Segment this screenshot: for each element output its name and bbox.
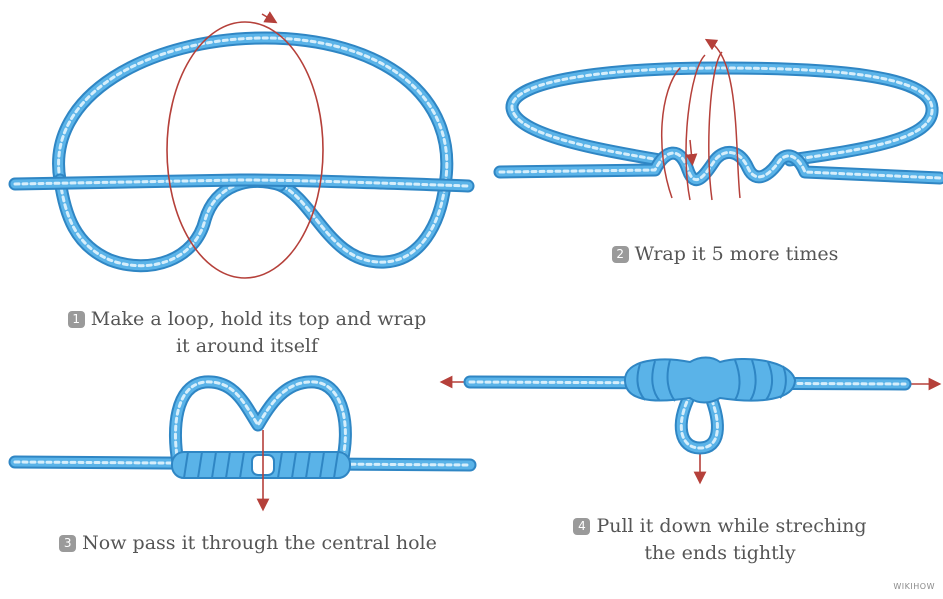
rope-wraps bbox=[500, 152, 940, 179]
watermark-logo: WIKIHOW bbox=[893, 582, 935, 591]
step-4-text-line-2: the ends tightly bbox=[510, 540, 930, 567]
step-3-line-1: 3 Now pass it through the central hole bbox=[18, 530, 478, 557]
step-1-line-1: 1 Make a loop, hold its top and wrap bbox=[22, 306, 472, 333]
step-2-badge: 2 bbox=[612, 246, 629, 263]
step-4-badge: 4 bbox=[573, 518, 590, 535]
step-4-illustration bbox=[446, 358, 935, 479]
rope-twist bbox=[60, 180, 280, 266]
step-1-caption: 1 Make a loop, hold its top and wrap it a… bbox=[22, 306, 472, 360]
step-4-line-1: 4 Pull it down while streching bbox=[510, 513, 930, 540]
rope-standing-line bbox=[15, 180, 468, 186]
step-1-text-line-1: Make a loop, hold its top and wrap bbox=[91, 308, 426, 330]
step-1-text-line-2: it around itself bbox=[22, 333, 472, 360]
rope-knot-body bbox=[625, 358, 795, 403]
step-2-text-line-1: Wrap it 5 more times bbox=[635, 243, 839, 265]
step-1-illustration bbox=[15, 14, 468, 278]
rope-top-loops bbox=[175, 382, 345, 462]
step-2-line-1: 2 Wrap it 5 more times bbox=[560, 241, 890, 268]
rope-big-loop bbox=[59, 38, 447, 262]
step-2-caption: 2 Wrap it 5 more times bbox=[560, 241, 890, 268]
step-4-caption: 4 Pull it down while streching the ends t… bbox=[510, 513, 930, 567]
step-3-badge: 3 bbox=[59, 535, 76, 552]
step-3-illustration bbox=[15, 382, 470, 505]
step-1-badge: 1 bbox=[68, 311, 85, 328]
step-4-text-line-1: Pull it down while streching bbox=[596, 515, 866, 537]
step-3-caption: 3 Now pass it through the central hole bbox=[18, 530, 478, 557]
rope-wrap-coils bbox=[172, 452, 350, 478]
step-3-text-line-1: Now pass it through the central hole bbox=[82, 532, 437, 554]
step-2-illustration bbox=[500, 42, 940, 200]
rope-wrap-loop bbox=[512, 68, 932, 160]
